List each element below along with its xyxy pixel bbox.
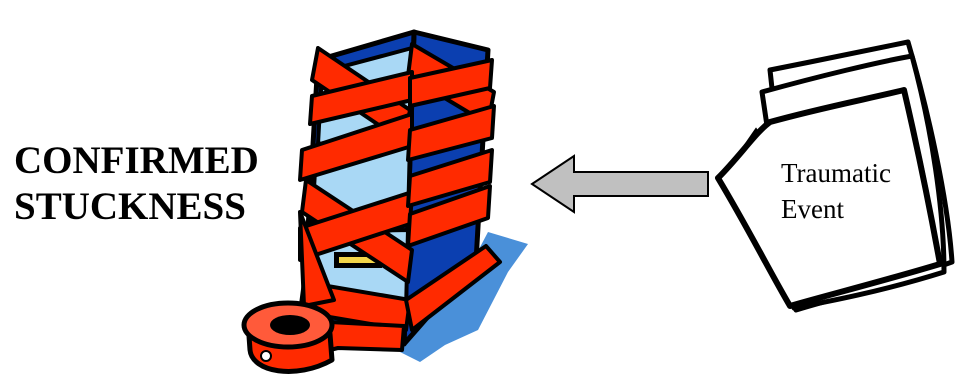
document-label-line-2: Event	[781, 191, 891, 227]
tape-roll-icon	[244, 303, 332, 371]
main-label: CONFIRMED STUCKNESS	[14, 138, 314, 230]
left-arrow-icon	[532, 156, 708, 212]
main-label-line-1: CONFIRMED	[14, 138, 314, 184]
document-label: Traumatic Event	[781, 155, 891, 227]
document-label-line-1: Traumatic	[781, 155, 891, 191]
main-label-line-2: STUCKNESS	[14, 184, 314, 230]
